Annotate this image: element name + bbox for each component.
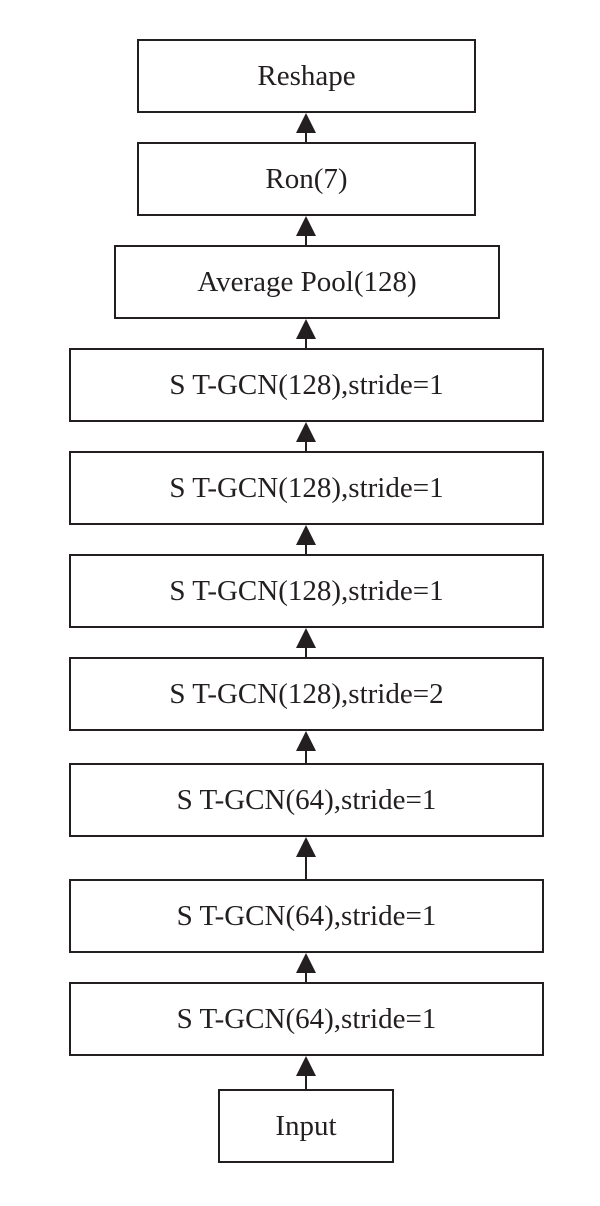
arrow-stgcn8-to-avgpool bbox=[294, 319, 318, 348]
st-gcn-layer-3: S T-GCN(64),stride=1 bbox=[69, 879, 544, 953]
arrow-stgcn7-to-stgcn8 bbox=[294, 422, 318, 451]
st-gcn-layer-4: S T-GCN(64),stride=1 bbox=[69, 763, 544, 837]
average-pool-layer-label: Average Pool(128) bbox=[197, 265, 417, 298]
st-gcn-layer-2-label: S T-GCN(64),stride=1 bbox=[176, 1002, 437, 1035]
input-layer: Input bbox=[218, 1089, 394, 1163]
st-gcn-layer-6: S T-GCN(128),stride=1 bbox=[69, 554, 544, 628]
st-gcn-layer-3-label: S T-GCN(64),stride=1 bbox=[176, 899, 437, 932]
ron-layer: Ron(7) bbox=[137, 142, 476, 216]
average-pool-layer: Average Pool(128) bbox=[114, 245, 500, 319]
st-gcn-layer-8: S T-GCN(128),stride=1 bbox=[69, 348, 544, 422]
st-gcn-layer-6-label: S T-GCN(128),stride=1 bbox=[169, 574, 444, 607]
reshape-layer-label: Reshape bbox=[257, 59, 356, 92]
reshape-layer: Reshape bbox=[137, 39, 476, 113]
ron-layer-label: Ron(7) bbox=[265, 162, 348, 195]
arrow-stgcn4-to-stgcn5 bbox=[294, 731, 318, 763]
arrow-stgcn5-to-stgcn6 bbox=[294, 628, 318, 657]
arrow-stgcn6-to-stgcn7 bbox=[294, 525, 318, 554]
st-gcn-layer-5-label: S T-GCN(128),stride=2 bbox=[169, 677, 444, 710]
arrow-avgpool-to-ron bbox=[294, 216, 318, 245]
arrow-input-to-stgcn2 bbox=[294, 1056, 318, 1089]
input-layer-label: Input bbox=[275, 1109, 337, 1142]
st-gcn-layer-2: S T-GCN(64),stride=1 bbox=[69, 982, 544, 1056]
arrow-stgcn2-to-stgcn3 bbox=[294, 953, 318, 982]
st-gcn-layer-5: S T-GCN(128),stride=2 bbox=[69, 657, 544, 731]
arrow-stgcn3-to-stgcn4 bbox=[294, 837, 318, 879]
st-gcn-layer-4-label: S T-GCN(64),stride=1 bbox=[176, 783, 437, 816]
st-gcn-layer-8-label: S T-GCN(128),stride=1 bbox=[169, 368, 444, 401]
st-gcn-layer-7: S T-GCN(128),stride=1 bbox=[69, 451, 544, 525]
st-gcn-layer-7-label: S T-GCN(128),stride=1 bbox=[169, 471, 444, 504]
arrow-ron-to-reshape bbox=[294, 113, 318, 142]
